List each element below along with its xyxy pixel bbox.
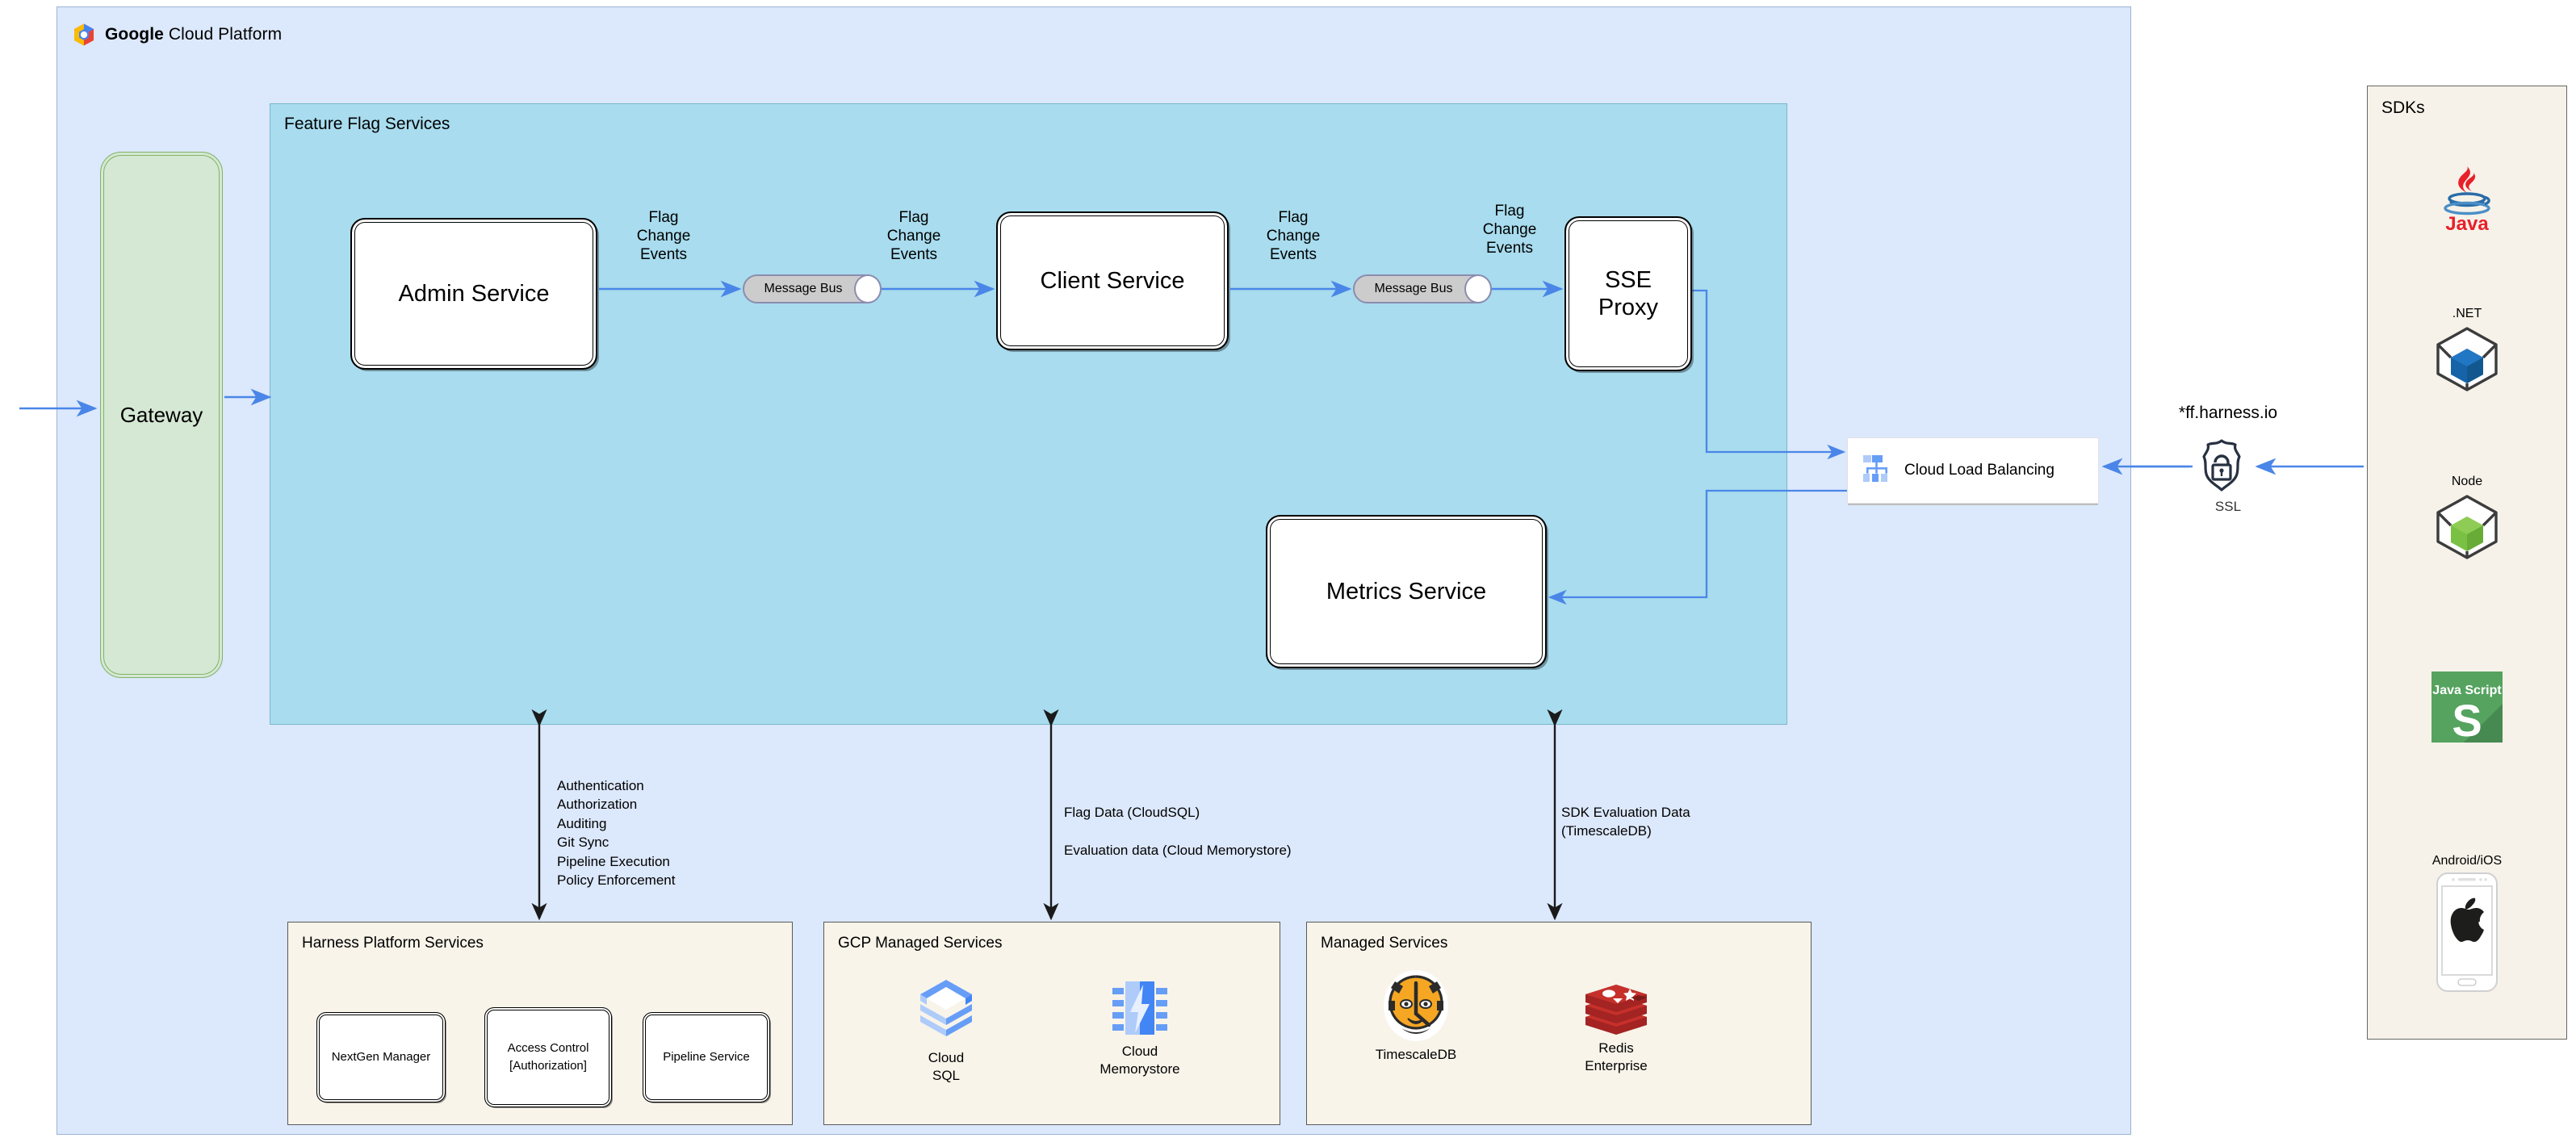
message-bus-1-label: Message Bus [764,282,843,295]
cloud-load-balancing-icon [1861,454,1893,488]
sdk-item-java[interactable]: Java [2367,160,2567,234]
timescaledb-tiger-icon [1343,969,1489,1043]
metrics-service-box[interactable]: Metrics Service [1266,515,1547,668]
cloud-sql-icon [873,978,1019,1046]
client-service-box[interactable]: Client Service [996,211,1229,350]
sdk-item-android-ios[interactable]: Android/iOS [2367,854,2567,993]
google-cloud-logo-icon [73,23,95,47]
access-control-box[interactable]: Access Control [Authorization] [484,1007,612,1107]
cloud-load-balancing-label: Cloud Load Balancing [1904,462,2055,479]
message-bus-2-label: Message Bus [1374,282,1453,295]
gcp-title-bold: Google [105,25,164,44]
sdk-item-node[interactable]: Node [2367,475,2567,562]
gateway-box[interactable]: Gateway [100,152,223,678]
ssl-shield-lock-icon [2193,436,2251,494]
cloud-sql-caption: Cloud SQL [928,1050,965,1084]
svg-text:Java Script: Java Script [2432,684,2502,697]
sdk-label-node: Node [2451,475,2483,488]
javascript-tile-icon: Java Script S [2367,668,2567,746]
java-logo-icon: Java [2367,160,2567,234]
message-bus-1-knob-icon [854,274,882,303]
sse-proxy-box[interactable]: SSE Proxy [1564,216,1692,371]
edge-label-admin-to-bus: Flag Change Events [636,209,691,264]
ssl-label: SSL [2214,499,2242,514]
managed-services-title: Managed Services [1321,935,1448,952]
message-bus-2[interactable]: Message Bus [1353,274,1492,303]
feature-flag-services-title: Feature Flag Services [284,115,450,133]
message-bus-1[interactable]: Message Bus [743,274,882,303]
timescaledb-item[interactable]: TimescaleDB [1343,969,1489,1064]
edge-label-client-to-bus2: Flag Change Events [1266,209,1321,264]
edge-label-bus2-to-sse: Flag Change Events [1482,203,1537,257]
timescaledb-caption: TimescaleDB [1375,1047,1457,1062]
cloud-memorystore-caption: Cloud Memorystore [1100,1044,1180,1077]
mobile-phone-apple-icon [2367,872,2567,993]
sdk-item-javascript[interactable]: Java Script S [2367,668,2567,746]
svg-text:Java: Java [2445,213,2489,234]
edge-label-bus-to-client: Flag Change Events [886,209,941,264]
gcp-title: Google Cloud Platform [105,25,282,44]
sdks-title: SDKs [2381,98,2425,117]
cloud-sql-item[interactable]: Cloud SQL [873,978,1019,1085]
harness-platform-services-title: Harness Platform Services [302,935,484,952]
gcp-managed-services-box [823,922,1280,1125]
message-bus-2-knob-icon [1464,274,1492,303]
admin-service-box[interactable]: Admin Service [350,218,597,370]
pipeline-service-box[interactable]: Pipeline Service [643,1012,770,1102]
redis-icon [1544,975,1689,1036]
feature-flag-services-panel [270,103,1787,725]
svg-text:S: S [2452,695,2482,746]
sdk-item-dotnet[interactable]: .NET [2367,307,2567,394]
sdk-label-android-ios: Android/iOS [2431,854,2503,868]
redis-item[interactable]: Redis Enterprise [1544,975,1689,1075]
sdk-label-dotnet: .NET [2452,307,2482,320]
annotation-managed-services: SDK Evaluation Data (TimescaleDB) [1561,805,1690,839]
node-cube-icon [2367,492,2567,562]
gcp-header: Google Cloud Platform [73,21,412,48]
cloud-memorystore-item[interactable]: Cloud Memorystore [1067,978,1213,1078]
redis-caption: Redis Enterprise [1585,1040,1648,1074]
cloud-load-balancing-card[interactable]: Cloud Load Balancing [1847,437,2099,504]
nextgen-manager-box[interactable]: NextGen Manager [316,1012,446,1102]
sse-proxy-label: SSE Proxy [1598,266,1659,320]
annotation-harness-platform: Authentication Authorization Auditing Gi… [557,778,676,889]
annotation-gcp-managed: Flag Data (CloudSQL) Evaluation data (Cl… [1064,805,1292,858]
cloud-memorystore-icon [1067,978,1213,1040]
gcp-title-rest: Cloud Platform [163,25,283,44]
dotnet-cube-icon [2367,324,2567,394]
gcp-managed-services-title: GCP Managed Services [838,935,1003,952]
ff-domain-label: *ff.harness.io [2178,404,2278,422]
